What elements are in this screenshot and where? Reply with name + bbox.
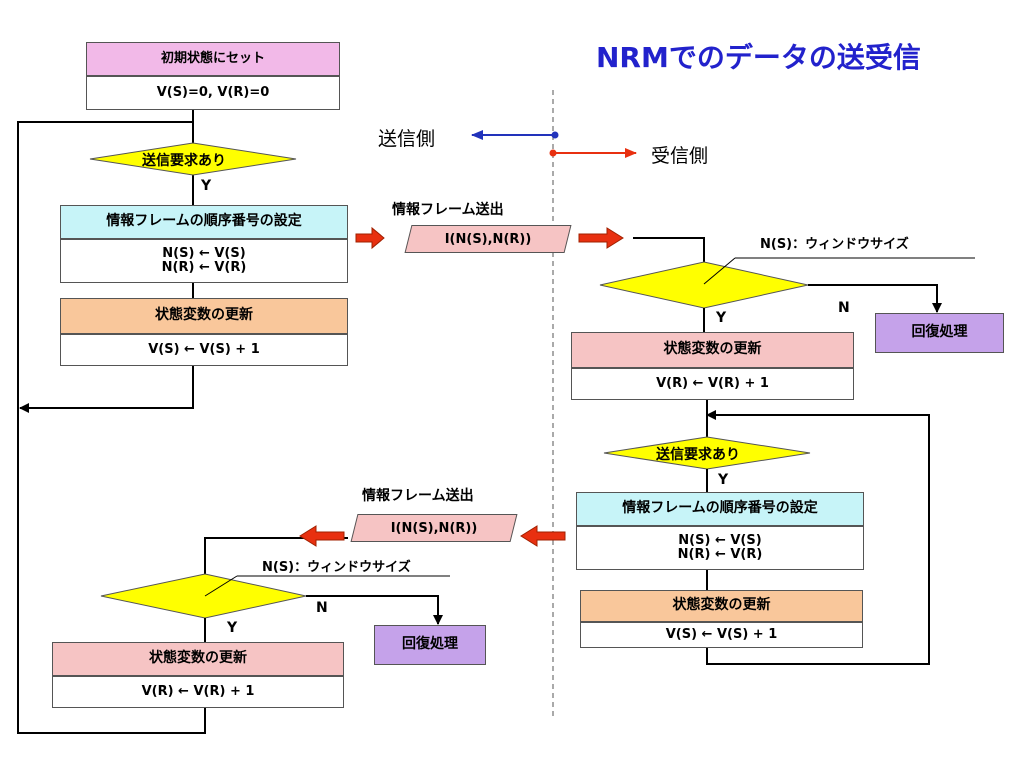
state-update-body-receiver: V(R) ← V(R) + 1 <box>571 368 854 400</box>
sender-outer-loop <box>17 121 206 734</box>
seq-ns-assignment: N(S) ← V(S) <box>162 245 246 261</box>
send-request-label-receiver: 送信要求あり <box>656 447 740 463</box>
window-check-yes-label-sender: Y <box>227 620 238 636</box>
recovery-process-box-receiver: 回復処理 <box>875 313 1004 353</box>
send-request-label: 送信要求あり <box>142 153 226 169</box>
receiver-inner-loop <box>706 410 930 665</box>
window-check-yes-label: Y <box>716 310 727 326</box>
frame-arrow-in-bottom <box>520 525 566 547</box>
recovery-process-box-sender: 回復処理 <box>374 625 486 665</box>
state-update-header-receiver-send: 状態変数の更新 <box>580 590 863 622</box>
state-update-header-sender-receive: 状態変数の更新 <box>52 642 344 676</box>
frame-send-caption-bottom: 情報フレーム送出 <box>362 488 474 504</box>
info-frame-label-bottom: I(N(S),N(R)) <box>390 520 478 536</box>
seq-nr-assignment-receiver: N(R) ← V(R) <box>677 547 763 562</box>
seq-ns-assignment-receiver: N(S) ← V(S) <box>678 532 762 548</box>
seq-nr-assignment: N(R) ← V(R) <box>161 260 247 275</box>
state-update-body-sender-receive: V(R) ← V(R) + 1 <box>52 676 344 708</box>
seq-number-setting-header: 情報フレームの順序番号の設定 <box>60 205 348 239</box>
send-request-yes-label: Y <box>201 178 212 194</box>
window-size-note-top: N(S)：ウィンドウサイズ <box>760 237 909 252</box>
frame-arrow-out-bottom <box>299 525 345 547</box>
state-update-header: 状態変数の更新 <box>60 298 348 334</box>
window-check-no-label-sender: N <box>316 600 328 616</box>
state-update-header-receiver: 状態変数の更新 <box>571 332 854 368</box>
decision-diamond-send-request <box>89 142 297 176</box>
seq-number-setting-body-receiver: N(S) ← V(S) N(R) ← V(R) <box>576 526 864 570</box>
seq-number-setting-header-receiver: 情報フレームの順序番号の設定 <box>576 492 864 526</box>
frame-arrow-in-top <box>355 226 385 250</box>
decision-diamond-window-check-sender <box>100 573 307 619</box>
send-request-yes-label-receiver: Y <box>718 472 729 488</box>
seq-number-setting-body: N(S) ← V(S) N(R) ← V(R) <box>60 239 348 283</box>
receiver-side-label: 受信側 <box>651 145 709 167</box>
state-update-body: V(S) ← V(S) + 1 <box>60 334 348 366</box>
frame-arrow-out-top <box>578 227 624 249</box>
page-title: NRMでのデータの送受信 <box>596 41 921 74</box>
init-state-body: V(S)=0, V(R)=0 <box>86 76 340 110</box>
decision-diamond-window-check <box>599 261 809 309</box>
info-frame-label-top: I(N(S),N(R)) <box>444 231 532 247</box>
frame-send-caption-top: 情報フレーム送出 <box>392 202 504 218</box>
window-size-note-bottom: N(S)：ウィンドウサイズ <box>262 560 411 575</box>
sender-arrow-origin-dot <box>551 131 559 139</box>
state-update-body-receiver-send: V(S) ← V(S) + 1 <box>580 622 863 648</box>
init-state-header: 初期状態にセット <box>86 42 340 76</box>
receiver-arrow-origin-dot <box>549 149 557 157</box>
sender-side-label: 送信側 <box>378 128 436 150</box>
window-check-no-label: N <box>838 300 850 316</box>
